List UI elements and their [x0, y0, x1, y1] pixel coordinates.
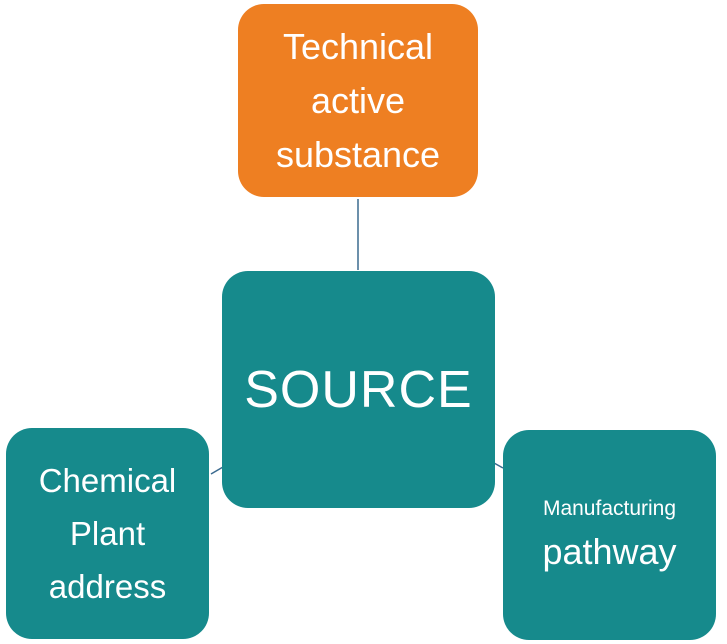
chemical-plant-address-node: Chemical Plant address — [6, 428, 209, 639]
node-label-line: pathway — [542, 531, 677, 572]
node-label-line: substance — [275, 133, 441, 175]
source-node: SOURCE — [222, 271, 495, 508]
node-label-line: Manufacturing — [542, 497, 677, 520]
node-label-line: Plant — [69, 515, 146, 552]
node-label-line: Chemical — [38, 462, 177, 499]
node-label-line: SOURCE — [244, 360, 473, 419]
technical-active-substance-node: Technical active substance — [238, 4, 478, 197]
manufacturing-pathway-node: Manufacturing pathway — [503, 430, 716, 640]
connector-right — [493, 462, 504, 469]
connector-left — [210, 466, 224, 475]
node-label-line: Technical — [282, 25, 434, 67]
node-label-line: active — [310, 79, 406, 121]
node-label-line: address — [48, 568, 167, 605]
